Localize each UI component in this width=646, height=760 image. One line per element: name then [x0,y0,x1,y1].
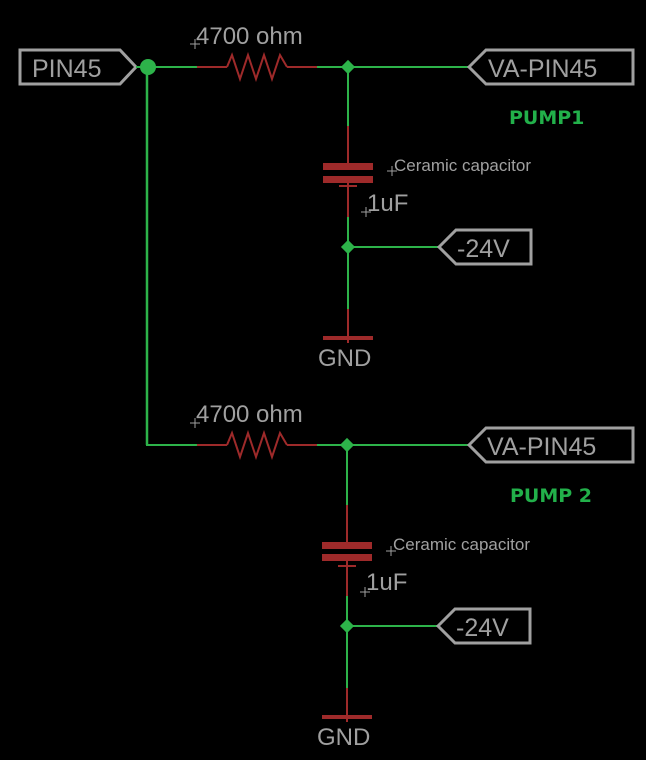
supply-label-text: -24V [456,614,509,642]
output-net-label[interactable]: VA-PIN45 [466,48,635,86]
input-label-text: PIN45 [32,55,101,83]
resistor-value: 4700 ohm [196,23,303,50]
net-label-frame [435,607,532,645]
origin-cross-icon [190,39,200,49]
resistor-value: 4700 ohm [196,401,303,428]
resistor[interactable] [197,429,317,461]
ground-symbol[interactable] [322,688,372,722]
circuit-pump2: 4700 ohm VA-PIN45 PUMP 2 Ceramic capacit… [190,401,635,751]
capacitor-value: 1uF [367,190,408,217]
net-label-frame [18,48,139,86]
supply-label-text: -24V [457,235,510,263]
ground-symbol[interactable] [323,309,373,343]
origin-cross-icon [361,166,397,217]
supply-net-label[interactable]: -24V [436,228,533,266]
origin-cross-icon [360,546,396,597]
output-label-text: VA-PIN45 [488,55,597,83]
circuit-title: PUMP 2 [510,485,592,507]
circuit-pump1: 4700 ohm VA-PIN45 PUMP1 Ceramic capacito… [190,23,635,372]
circuit-title: PUMP1 [509,107,584,129]
input-net-label[interactable]: PIN45 [18,48,139,86]
capacitor-value: 1uF [366,569,407,596]
origin-cross-icon [190,418,200,428]
ground-label: GND [317,724,370,751]
capacitor-name: Ceramic capacitor [394,156,531,175]
capacitor-name: Ceramic capacitor [393,535,530,554]
junction-dot [140,59,156,75]
capacitor[interactable] [323,126,373,217]
net-label-frame [466,48,635,86]
capacitor[interactable] [322,505,372,596]
output-label-text: VA-PIN45 [487,433,596,461]
resistor[interactable] [197,51,317,83]
output-net-label[interactable]: VA-PIN45 [466,426,635,464]
ground-label: GND [318,345,371,372]
net-label-frame [436,228,533,266]
supply-net-label[interactable]: -24V [435,607,532,645]
net-label-frame [466,426,635,464]
